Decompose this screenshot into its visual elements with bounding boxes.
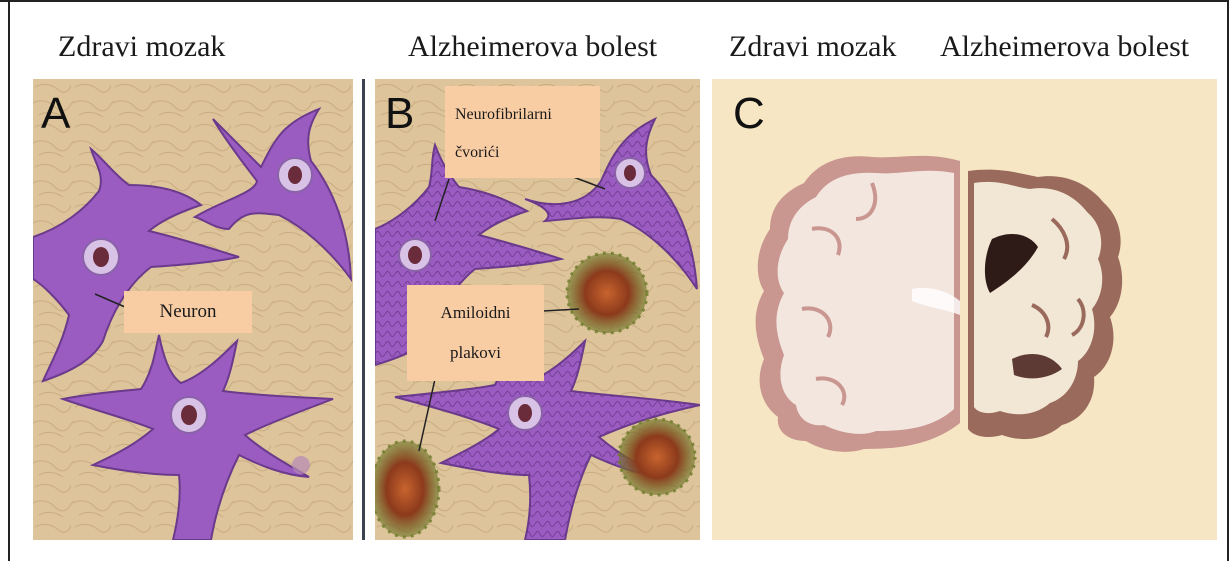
tangles-label-line2: čvorići [455,134,592,172]
frame-left-border [8,0,10,561]
panel-letter-a: A [41,92,70,136]
frame-top-border [0,0,1229,2]
panel-letter-c: C [733,92,765,136]
tangles-label-line1: Neurofibrilarni [455,96,592,134]
tangles-callout: Neurofibrilarni čvorići [445,86,600,178]
amyloid-plaque-lower-right [619,419,695,495]
plaques-label-line2: plakovi [407,333,544,373]
amyloid-plaque-upper [567,253,647,333]
heading-healthy-brain-a: Zdravi mozak [58,30,225,64]
heading-alzheimer-b: Alzheimerova bolest [408,30,657,64]
panel-c-brain-sections [712,79,1217,540]
panel-divider [362,79,365,540]
panel-letter-b: B [385,92,414,136]
panel-c-illustration [712,79,1217,540]
neuron-callout: Neuron [124,291,252,333]
plaques-callout: Amiloidni plakovi [407,285,544,381]
heading-healthy-brain-c: Zdravi mozak [729,30,896,64]
healthy-brain-section [756,156,960,452]
glial-cell [292,456,310,474]
plaques-label-line1: Amiloidni [407,293,544,333]
heading-alzheimer-c: Alzheimerova bolest [940,30,1189,64]
